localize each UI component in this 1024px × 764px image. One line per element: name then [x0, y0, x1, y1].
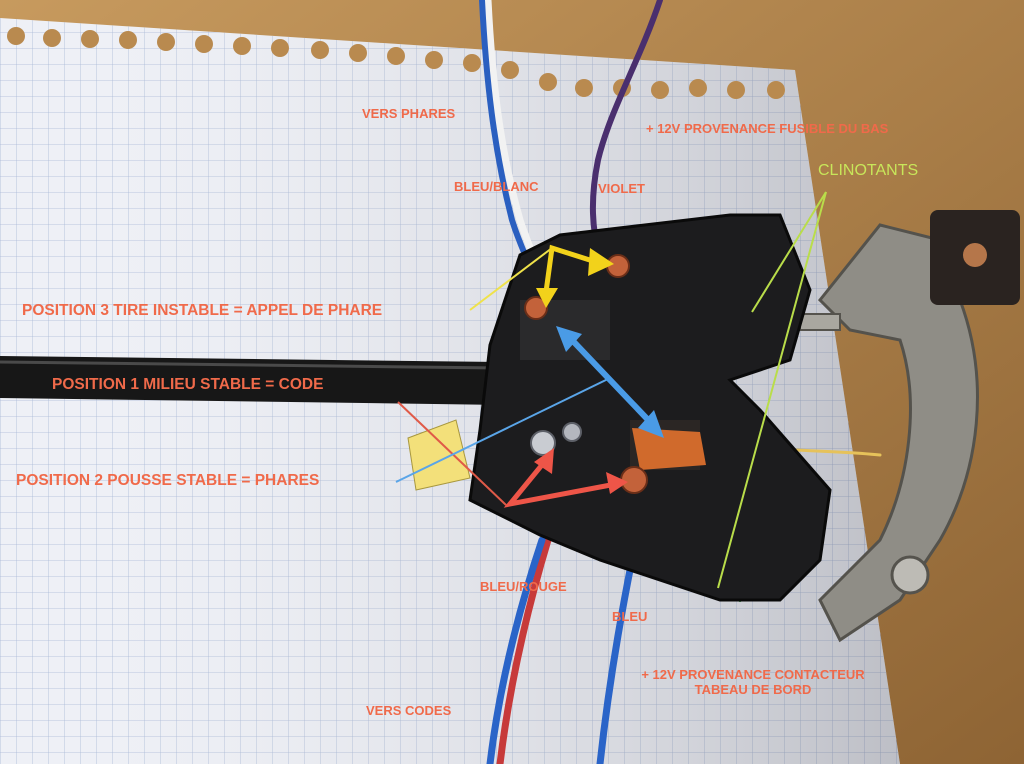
leader-clinotants-1: [751, 191, 827, 313]
leader-position-3: [469, 247, 553, 311]
lever-stalk: [0, 356, 505, 405]
label-12v-contacteur-line2: TABEAU DE BORD: [694, 681, 812, 697]
leader-position-2: [395, 377, 611, 483]
arrow-blue-head-2: [638, 410, 664, 438]
arrow-yellow-head-1: [536, 288, 558, 308]
label-position-1: POSITION 1 MILIEU STABLE = CODE: [52, 376, 324, 393]
label-12v-contacteur: + 12V PROVENANCE CONTACTEUR TABEAU DE BO…: [628, 667, 878, 698]
leader-position-1: [397, 401, 507, 506]
label-violet: VIOLET: [598, 181, 645, 196]
leader-clinotants-2: [717, 191, 827, 589]
label-clinotants: CLINOTANTS: [818, 162, 919, 179]
copper-rivet-2: [524, 296, 548, 320]
wire-blue-red-1: [496, 536, 552, 764]
wire-blue-red-2: [486, 536, 546, 764]
label-bleu: BLEU: [612, 609, 648, 624]
arrow-red-shaft: [503, 457, 619, 508]
label-12v-contacteur-line1: + 12V PROVENANCE CONTACTEUR: [641, 667, 865, 682]
label-position-2: POSITION 2 POUSSE STABLE = PHARES: [16, 472, 320, 489]
screw-1: [530, 430, 556, 456]
leader-lines: [395, 191, 827, 589]
arrows: [503, 244, 664, 508]
label-12v-fusible: + 12V PROVENANCE FUSIBLE DU BAS: [646, 121, 889, 136]
copper-contact-plate: [632, 428, 706, 470]
label-vers-codes: VERS CODES: [366, 703, 452, 718]
notebook-holes: [7, 27, 785, 99]
metal-bracket: [799, 210, 1020, 643]
arrow-blue-shaft: [569, 337, 655, 427]
label-vers-phares: VERS PHARES: [362, 106, 456, 121]
label-bleu-rouge: BLEU/ROUGE: [480, 579, 567, 594]
arrow-red-head-1: [534, 448, 554, 474]
arrow-blue-head-1: [556, 326, 582, 352]
label-position-3: POSITION 3 TIRE INSTABLE = APPEL DE PHAR…: [22, 302, 383, 319]
arrow-yellow-head-2: [588, 248, 614, 276]
arrow-red-head-2: [606, 472, 628, 494]
screw-2: [562, 422, 582, 442]
wire-violet: [589, 0, 663, 261]
copper-rivet-1: [606, 254, 630, 278]
wire-blue: [596, 556, 636, 764]
label-bleu-blanc: BLEU/BLANC: [454, 179, 539, 194]
copper-rivet-3: [620, 466, 648, 494]
arrow-yellow-shaft: [543, 244, 599, 295]
